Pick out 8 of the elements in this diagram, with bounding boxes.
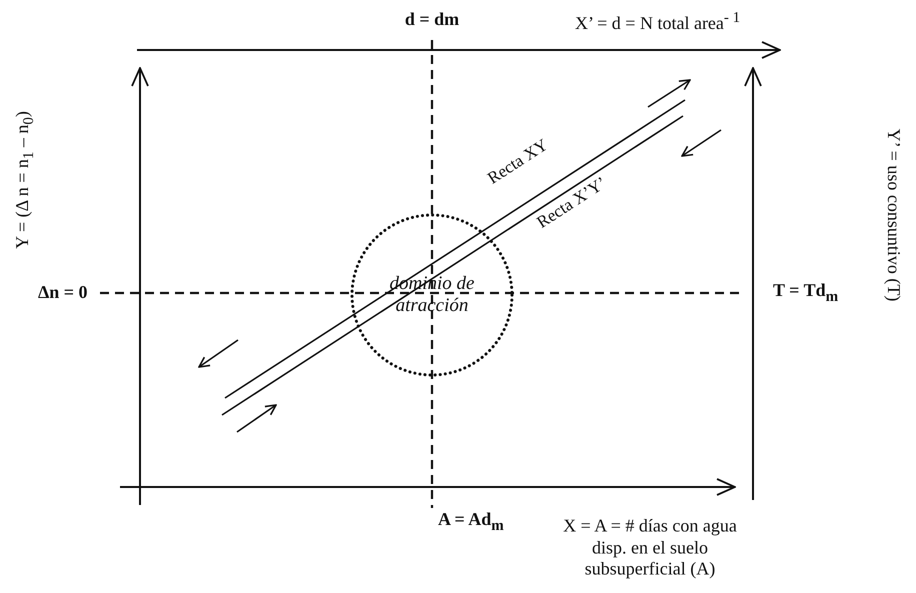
axis-value-label: d = dm bbox=[404, 9, 460, 31]
axis-value-label: Δn = 0 bbox=[38, 282, 88, 304]
attraction-domain-circle bbox=[350, 213, 514, 377]
axis-value-label: T = Td$_{m}$ bbox=[773, 280, 838, 306]
axis-title: X = A = # días con agua disp. en el suelo subsuperficial (A) bbox=[562, 516, 738, 580]
axis-value-label: A = Ad$_{m}$ bbox=[438, 509, 504, 535]
axis-title: Y’ = uso consuntivo (T) bbox=[882, 128, 904, 302]
axis-title: X’ = d = N total area$^{- 1}$ bbox=[575, 9, 740, 35]
